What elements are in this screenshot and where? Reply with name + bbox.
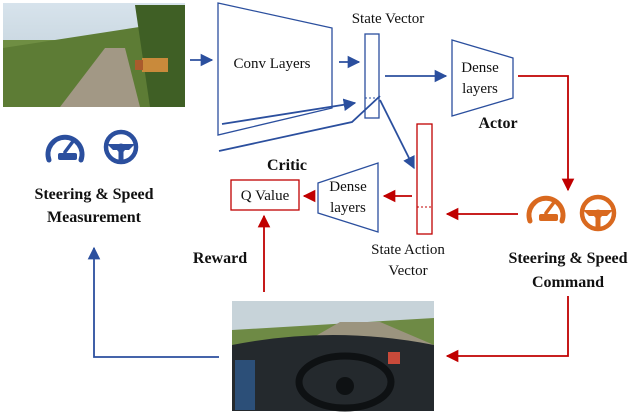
actor-dense-block: Dense layers xyxy=(451,39,514,117)
critic-dense-label-line2: layers xyxy=(330,200,366,216)
red-arrows xyxy=(257,75,575,363)
state-action-label-line1: State Action xyxy=(371,242,445,258)
critic-dense-block: Dense layers xyxy=(317,162,379,233)
camera-image xyxy=(3,3,185,107)
state-action-label-line2: Vector xyxy=(388,263,427,279)
state-vector-label: State Vector xyxy=(352,11,425,27)
steering-wheel-icon xyxy=(579,194,617,232)
speedometer-icon xyxy=(45,134,85,163)
reward-label: Reward xyxy=(193,250,247,267)
command-label-line1: Steering & Speed xyxy=(508,250,627,267)
critic-title: Critic xyxy=(267,157,307,174)
actor-dense-label-line2: layers xyxy=(462,81,498,97)
critic-dense-label-line1: Dense xyxy=(329,179,367,195)
conv-layers-block: Conv Layers xyxy=(217,2,333,136)
state-action-vector-bar xyxy=(416,123,433,235)
measurement-label-line2: Measurement xyxy=(47,209,142,226)
measurement-label-line1: Steering & Speed xyxy=(34,186,153,203)
actor-dense-label-line1: Dense xyxy=(461,60,499,76)
steering-wheel-icon xyxy=(103,129,139,165)
state-vector-bar xyxy=(364,33,380,119)
q-value-box: Q Value xyxy=(230,179,300,211)
q-value-label: Q Value xyxy=(241,188,290,204)
actor-title: Actor xyxy=(478,115,517,132)
conv-layers-label: Conv Layers xyxy=(233,56,310,72)
car-interior-image xyxy=(232,301,434,412)
command-label-line2: Command xyxy=(532,274,604,291)
blue-arrows xyxy=(87,53,448,358)
speedometer-icon xyxy=(526,195,566,224)
